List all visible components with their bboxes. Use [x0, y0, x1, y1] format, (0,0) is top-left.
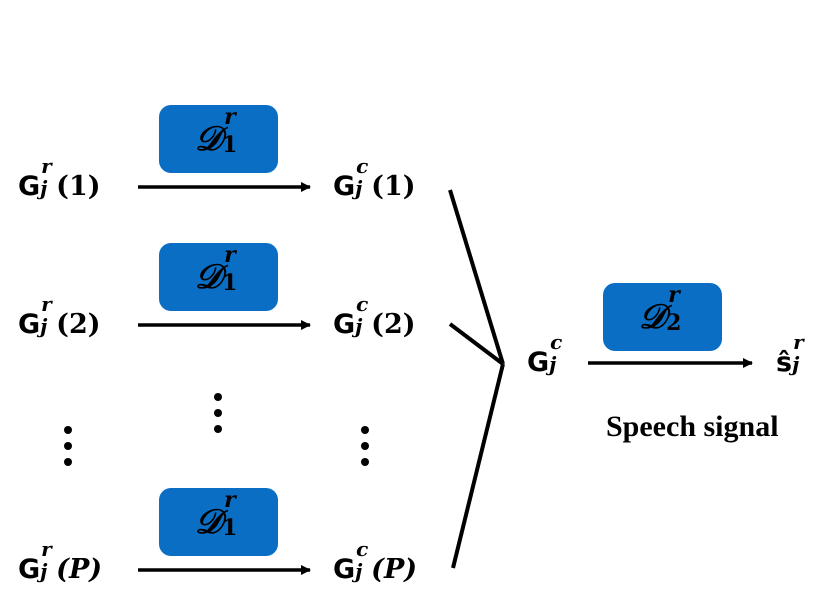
decoder-sub: 2 — [666, 310, 682, 336]
ellipsis-left — [64, 426, 72, 466]
decoder-symbol: 𝒟 — [638, 297, 667, 337]
merge-line-2 — [448, 322, 505, 366]
decoder-sub: 1 — [222, 132, 238, 158]
ellipsis-right — [361, 426, 369, 466]
decoder-sup: r — [224, 104, 236, 130]
decoder-symbol: 𝒟 — [194, 257, 223, 297]
decoder-sub: 1 — [222, 515, 238, 541]
merge-line-p — [451, 363, 505, 569]
speech-signal-caption: Speech signal — [606, 410, 779, 443]
decoder-sup: r — [224, 242, 236, 268]
decoder-sup: r — [224, 487, 236, 513]
ellipsis-middle — [214, 393, 222, 433]
decoder-symbol: 𝒟 — [194, 119, 223, 159]
decoder-sub: 1 — [222, 270, 238, 296]
merge-line-1 — [448, 189, 505, 365]
decoder-symbol: 𝒟 — [194, 502, 223, 542]
decoder-sup: r — [668, 282, 680, 308]
